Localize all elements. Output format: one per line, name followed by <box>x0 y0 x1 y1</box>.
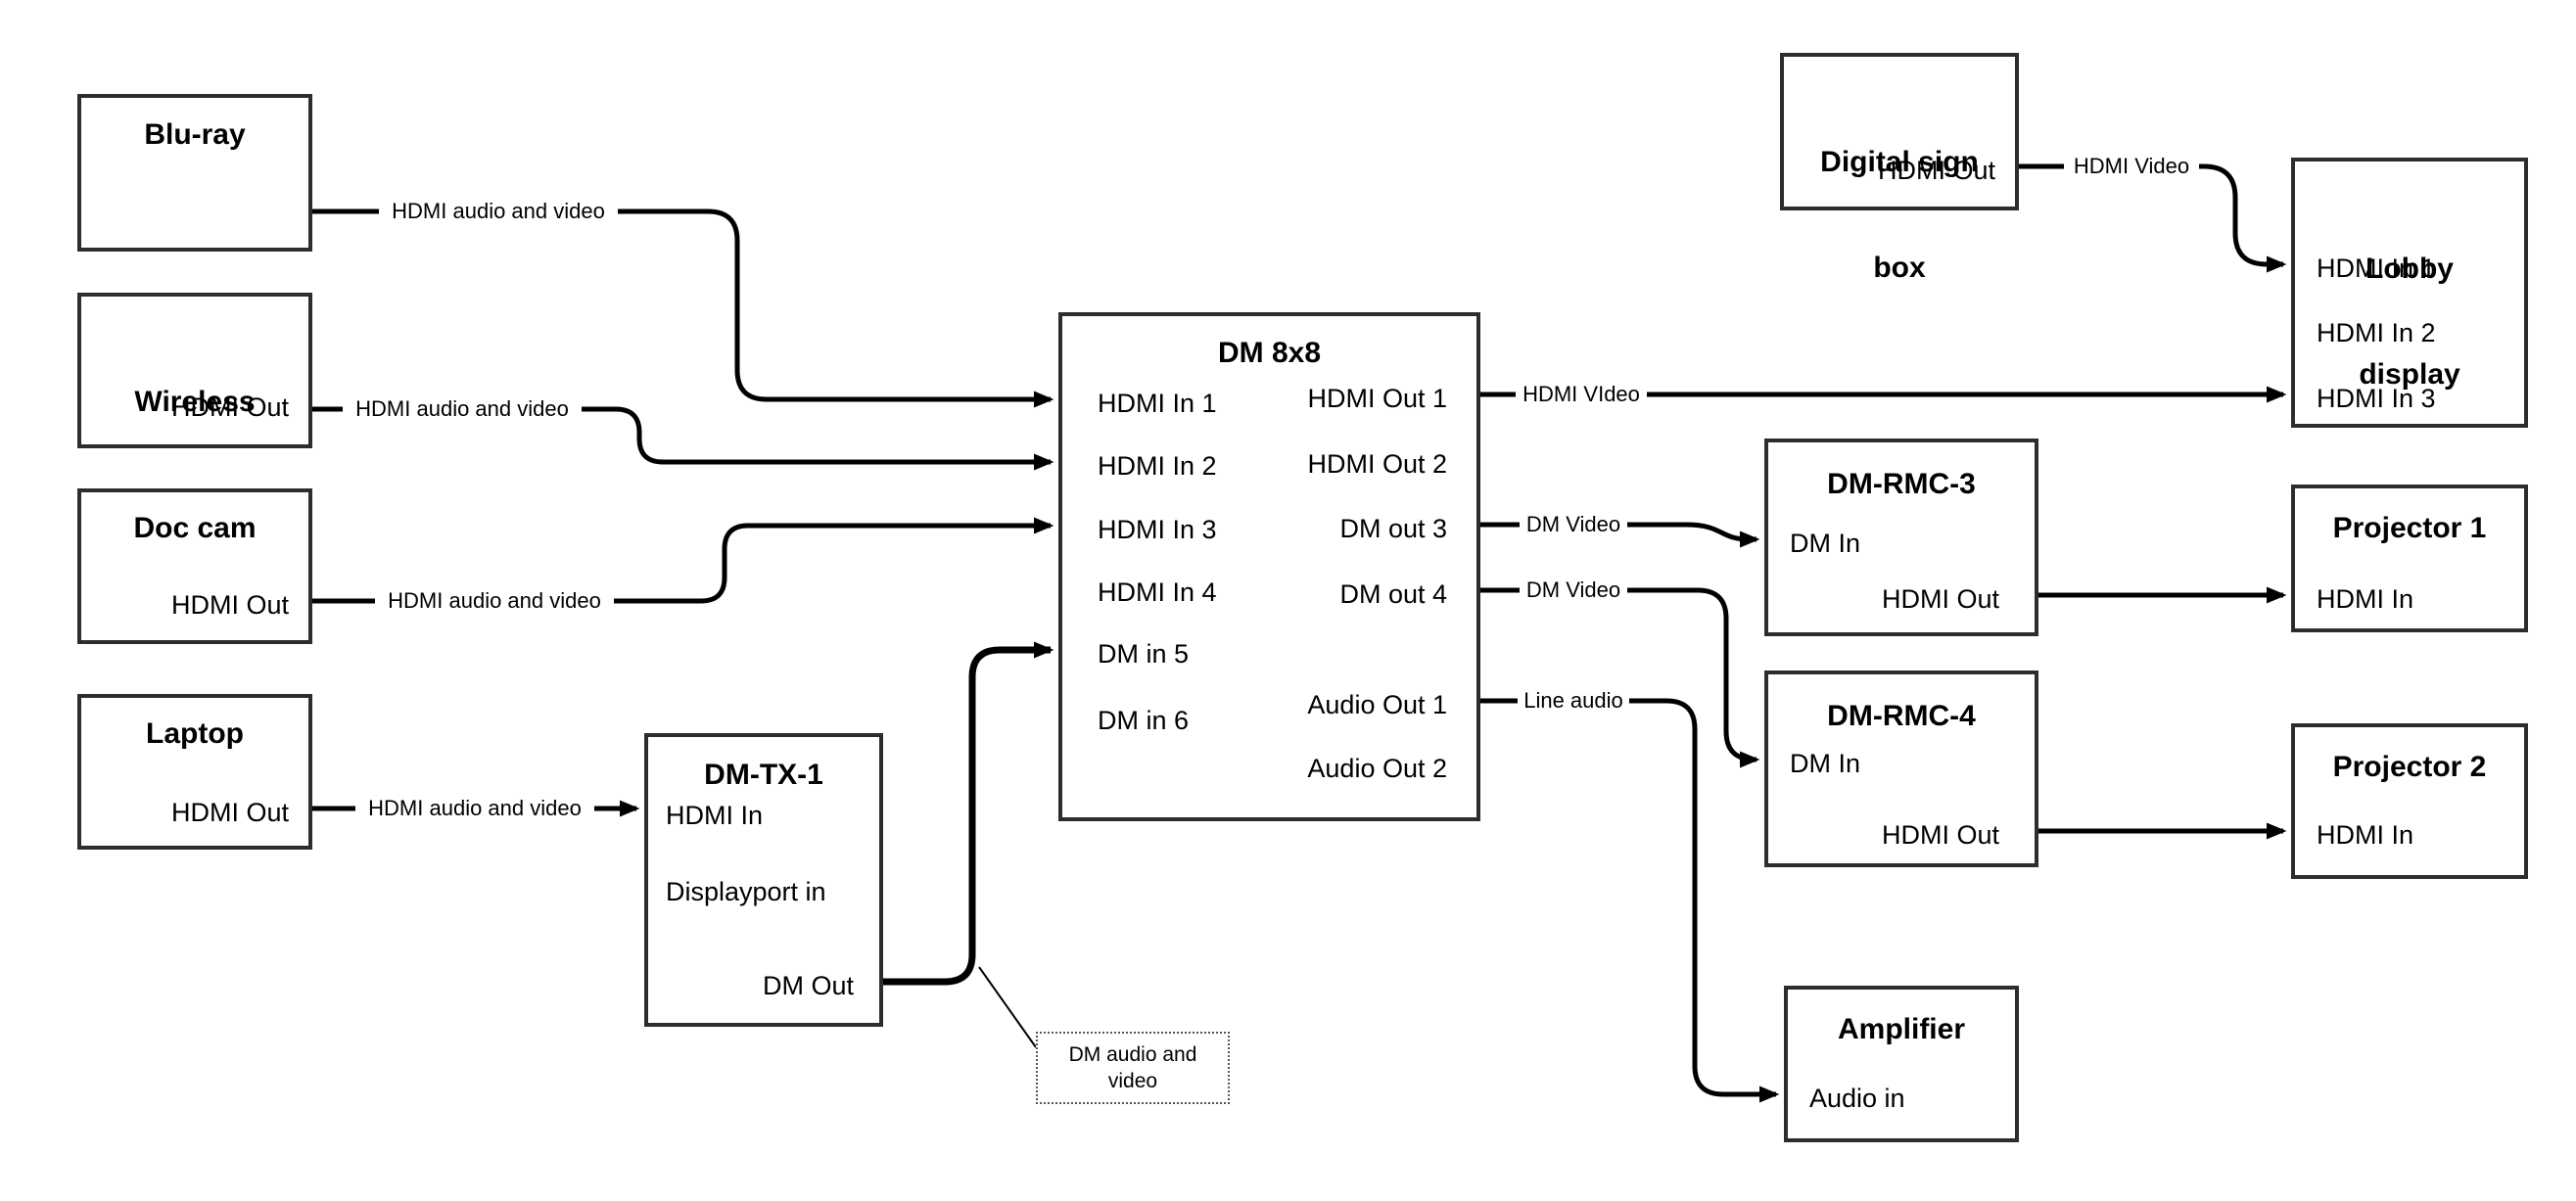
node-title-line: box <box>1873 252 1926 284</box>
port-audio-out-1: Audio Out 1 <box>1307 690 1447 719</box>
port-hdmi-out: HDMI Out <box>1881 820 1999 850</box>
node-title-line: display <box>2359 358 2460 391</box>
port-dm-in: DM In <box>1790 749 1861 778</box>
node-title-line: Lobby <box>2365 253 2454 285</box>
port-hdmi-in-2: HDMI In 2 <box>2317 318 2436 347</box>
edge-label-doccam: HDMI audio and video <box>375 586 614 616</box>
edge-label-line-audio: Line audio <box>1518 686 1629 716</box>
edge-dm8x8-dm-out-4-to-rmc4-dm-in <box>1480 587 1760 768</box>
edge-label-bluray: HDMI audio and video <box>379 197 618 226</box>
port-hdmi-out: HDMI Out <box>1877 156 1995 185</box>
port-hdmi-in-1: HDMI In 1 <box>1098 389 1217 418</box>
port-hdmi-out-1: HDMI Out 1 <box>1307 384 1447 413</box>
edge-label-dm-video-out3: DM Video <box>1520 510 1627 539</box>
note-callout-line <box>978 966 1037 1048</box>
node-projector-1: Projector 1 HDMI In <box>2291 485 2528 632</box>
edge-sign-to-lobby-hdmi-in-1 <box>2019 163 2287 273</box>
node-title: Doc cam <box>133 512 257 544</box>
edge-wireless-to-dm8x8-hdmi-in-2 <box>312 406 1054 471</box>
node-title: Digital sign box <box>1784 74 2015 356</box>
edge-label-hdmi-video-out1: HDMI VIdeo <box>1516 380 1647 409</box>
node-title: DM-RMC-4 <box>1827 700 1976 732</box>
port-hdmi-in-4: HDMI In 4 <box>1098 577 1217 607</box>
node-title: Amplifier <box>1837 1013 1966 1045</box>
node-title: Lobby display <box>2295 181 2524 463</box>
node-title: DM 8x8 <box>1217 337 1322 369</box>
edge-doccam-to-dm8x8-hdmi-in-3 <box>312 517 1054 604</box>
node-title: Blu-ray <box>144 118 246 151</box>
node-digital-sign-box: Digital sign box HDMI Out <box>1780 53 2019 284</box>
port-dm-in: DM In <box>1790 529 1861 558</box>
port-dm-in-5: DM in 5 <box>1098 639 1190 669</box>
edge-label-dm-video-out4: DM Video <box>1520 576 1627 605</box>
edge-label-laptop: HDMI audio and video <box>355 794 594 823</box>
node-title-line: Digital sign <box>1820 146 1979 178</box>
node-dm-rmc-4: DM-RMC-4 DM In HDMI Out <box>1764 670 2038 867</box>
port-hdmi-in-2: HDMI In 2 <box>1098 451 1217 481</box>
port-hdmi-out: HDMI Out <box>1881 584 1999 614</box>
port-hdmi-out: HDMI Out <box>170 393 289 422</box>
node-lobby-display: Lobby display HDMI In 1 HDMI In 2 HDMI I… <box>2291 158 2528 428</box>
port-hdmi-out-2: HDMI Out 2 <box>1307 449 1447 479</box>
node-dm-rmc-3: DM-RMC-3 DM In HDMI Out <box>1764 439 2038 636</box>
node-blu-ray: Blu-ray HDMI Out <box>77 94 312 322</box>
port-displayport-in: Displayport in <box>666 877 826 906</box>
node-amplifier: Amplifier Audio in <box>1784 986 2019 1142</box>
port-hdmi-in-3: HDMI In 3 <box>2317 384 2436 413</box>
port-dm-out-3: DM out 3 <box>1339 514 1447 543</box>
edge-label-wireless: HDMI audio and video <box>343 394 582 424</box>
node-doc-cam: Doc cam HDMI Out <box>77 488 312 644</box>
node-title-line: Wireless <box>134 386 256 418</box>
port-dm-out-4: DM out 4 <box>1339 579 1447 609</box>
port-audio-in: Audio in <box>1809 1084 1905 1113</box>
node-dm-tx-1: DM-TX-1 HDMI In Displayport in DM Out <box>644 733 883 1027</box>
port-hdmi-in: HDMI In <box>2317 820 2414 850</box>
node-dm-8x8: DM 8x8 HDMI In 1 HDMI In 2 HDMI In 3 HDM… <box>1058 312 1480 821</box>
port-hdmi-in: HDMI In <box>2317 584 2414 614</box>
edge-dm8x8-dm-out-3-to-rmc3-dm-in <box>1480 522 1760 548</box>
edge-dm8x8-audio-out-1-to-amplifier <box>1480 698 1780 1103</box>
node-title: DM-RMC-3 <box>1827 468 1976 500</box>
edge-dmtx1-dmout-to-dm8x8-dm-in-5 <box>883 641 1054 986</box>
port-hdmi-out: HDMI Out <box>170 798 289 827</box>
port-hdmi-in: HDMI In <box>666 801 764 830</box>
node-title: Laptop <box>146 717 244 750</box>
port-hdmi-out: HDMI Out <box>170 590 289 620</box>
port-audio-out-2: Audio Out 2 <box>1307 754 1447 783</box>
node-laptop: Laptop HDMI Out <box>77 694 312 850</box>
note-line: DM audio and <box>1068 1043 1197 1066</box>
node-title: Projector 1 <box>2332 512 2487 544</box>
edge-bluray-to-dm8x8-hdmi-in-1 <box>312 208 1054 408</box>
edge-label-sign-hdmi-video: HDMI Video <box>2064 152 2199 181</box>
port-dm-out: DM Out <box>762 971 854 1000</box>
node-title: Projector 2 <box>2332 751 2487 783</box>
port-dm-in-6: DM in 6 <box>1098 706 1190 735</box>
port-hdmi-in-3: HDMI In 3 <box>1098 515 1217 544</box>
note-dm-audio-and-video: DM audio and video <box>1036 1032 1230 1104</box>
note-line: video <box>1107 1070 1158 1092</box>
node-wireless-presenter: Wireless presenter HDMI Out <box>77 293 312 524</box>
port-hdmi-in-1: HDMI In 1 <box>2317 254 2436 283</box>
node-title: DM-TX-1 <box>704 759 823 791</box>
node-projector-2: Projector 2 HDMI In <box>2291 723 2528 879</box>
